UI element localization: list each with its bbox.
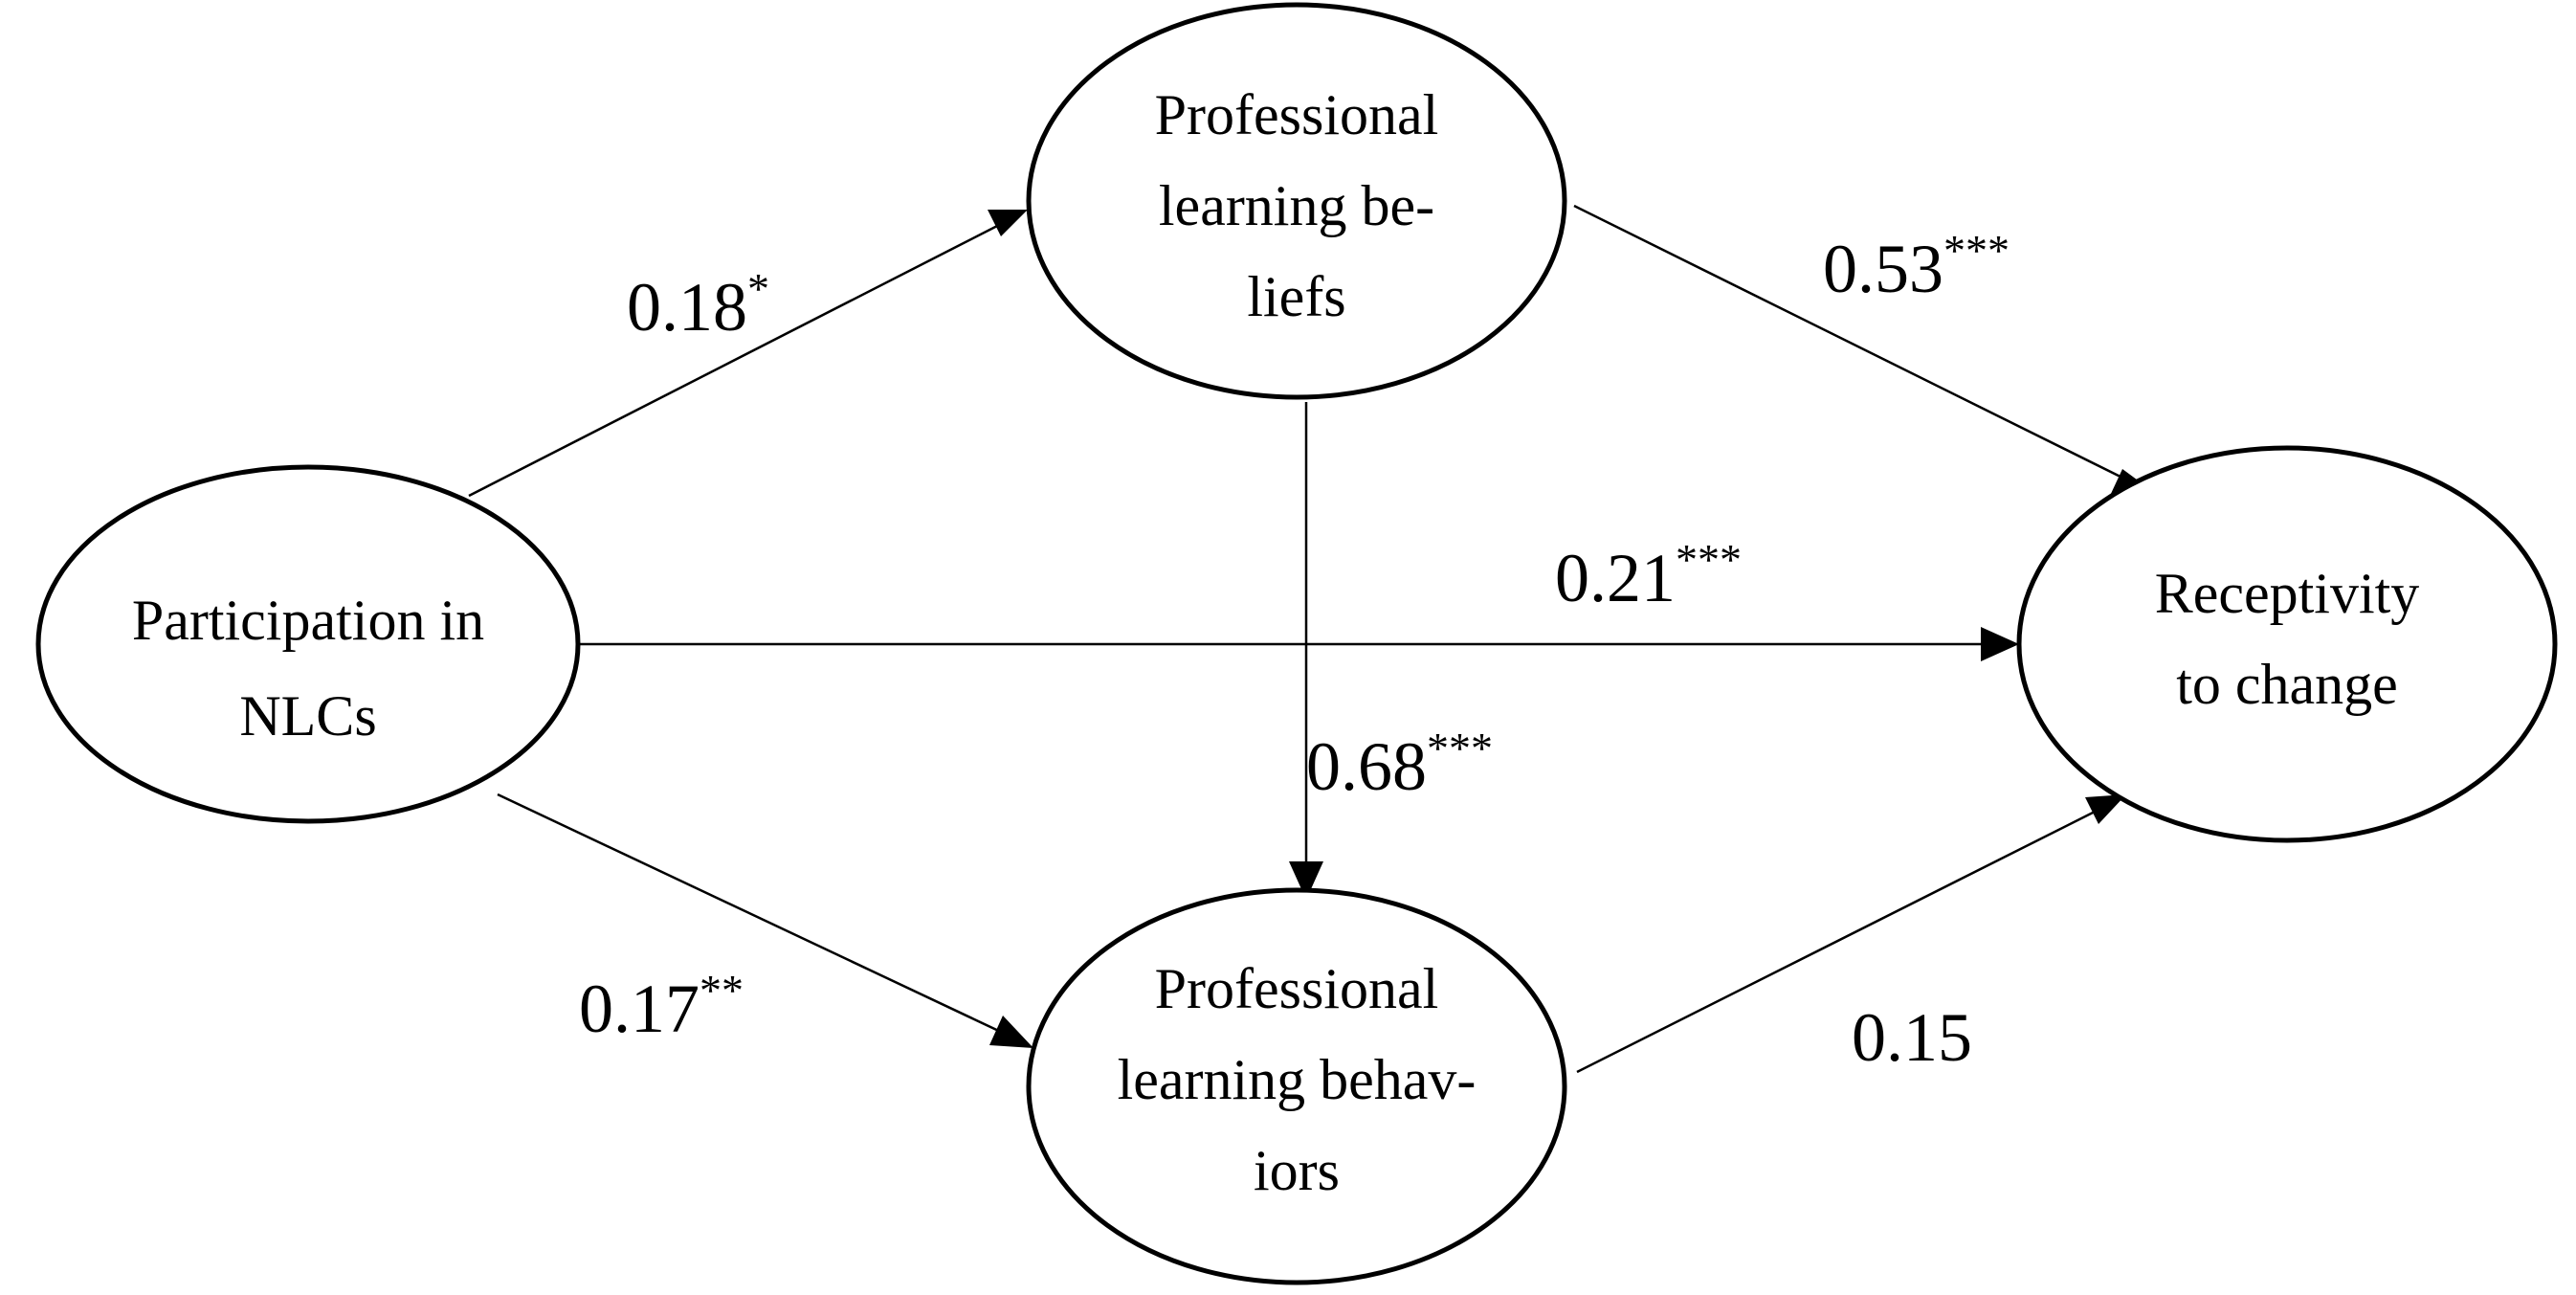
arrowhead-behaviors-top [1289, 861, 1323, 900]
significance-stars: *** [1943, 226, 2010, 275]
arrowhead-beliefs [988, 210, 1028, 236]
coef-value: 0.21 [1555, 540, 1676, 616]
coef-participation-beliefs: 0.18* [627, 264, 769, 346]
node-behaviors: Professional learning behav- iors [1026, 887, 1567, 1285]
coef-value: 0.68 [1306, 728, 1427, 805]
coef-behaviors-receptivity: 0.15 [1852, 999, 1972, 1076]
node-behaviors-label-line1: Professional [1155, 957, 1439, 1020]
coef-value: 0.17 [579, 971, 700, 1047]
node-behaviors-label-line2: learning behav- [1118, 1048, 1477, 1111]
coef-value: 0.15 [1852, 999, 1972, 1076]
coef-beliefs-receptivity: 0.53*** [1823, 226, 2010, 307]
significance-stars: * [747, 264, 769, 313]
arrowhead-receptivity-bottom [2085, 794, 2126, 824]
coef-beliefs-behaviors: 0.68*** [1306, 724, 1493, 805]
node-behaviors-label-line3: iors [1254, 1139, 1340, 1202]
node-receptivity-label-line2: to change [2176, 653, 2398, 716]
node-beliefs-label-line3: liefs [1247, 265, 1345, 328]
arrowhead-behaviors-left [989, 1016, 1033, 1048]
node-participation-label-line1: Participation in [132, 589, 484, 652]
node-beliefs-label-line2: learning be- [1159, 174, 1434, 237]
edge-beliefs-to-receptivity [1573, 204, 2135, 485]
significance-stars: *** [1676, 535, 1742, 584]
coef-participation-behaviors: 0.17** [579, 966, 744, 1047]
significance-stars: ** [700, 966, 744, 1015]
edge-participation-to-beliefs [468, 220, 1006, 498]
significance-stars: *** [1427, 724, 1493, 772]
node-participation-label-line2: NLCs [239, 684, 376, 748]
node-receptivity-label-line1: Receptivity [2155, 562, 2420, 625]
edge-behaviors-to-receptivity [1576, 807, 2101, 1074]
edge-participation-to-behaviors [497, 793, 1006, 1036]
coef-value: 0.18 [627, 269, 747, 346]
node-beliefs: Professional learning be- liefs [1026, 2, 1567, 400]
node-beliefs-label-line1: Professional [1155, 83, 1439, 146]
coef-participation-receptivity: 0.21*** [1555, 535, 1742, 616]
coef-value: 0.53 [1823, 231, 1943, 307]
arrowhead-receptivity-middle [1981, 627, 2019, 661]
node-receptivity: Receptivity to change [2016, 445, 2558, 843]
node-participation: Participation in NLCs [35, 464, 581, 824]
